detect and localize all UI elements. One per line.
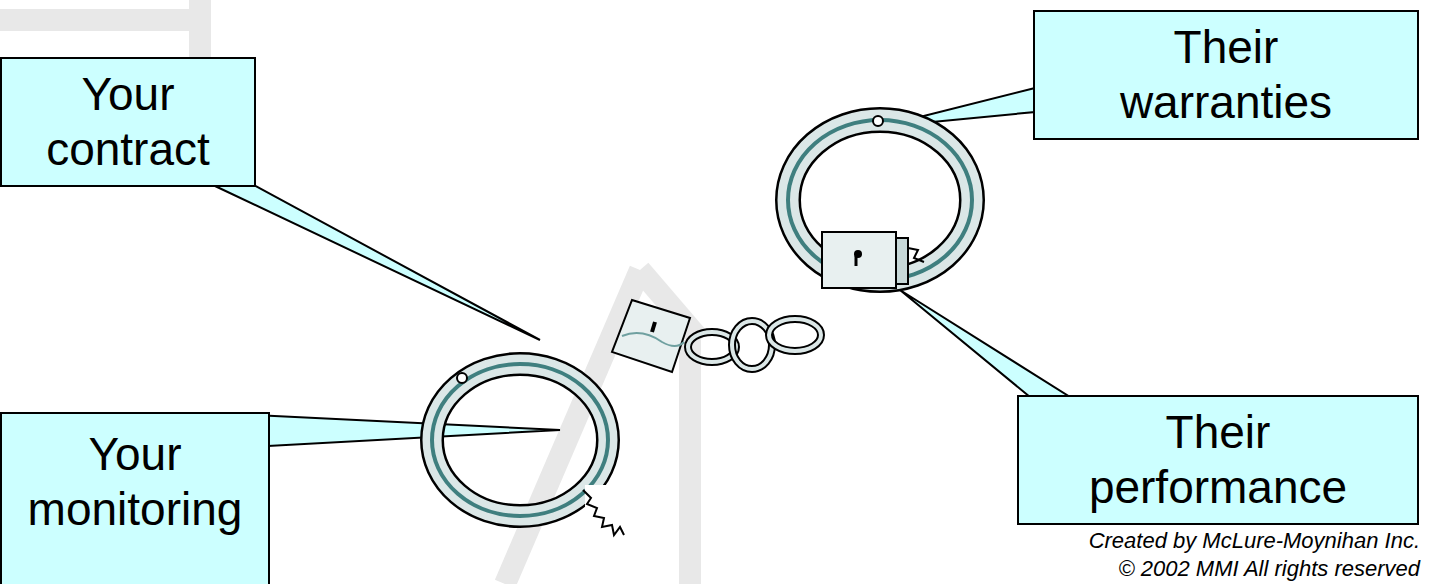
keyhole [652,322,655,332]
callout-text-group: Their warranties [1076,20,1376,130]
chain-link [769,319,821,351]
callout-text-group: Your monitoring [10,427,260,537]
callout-text: Their warranties [1076,20,1376,130]
cuff-lock [612,300,690,372]
callout-pointers [215,88,1070,446]
cuff-rivet [873,116,883,126]
chain-link [732,321,772,369]
callout-text-group: Their performance [1058,405,1378,515]
cuff-lock-side [896,238,908,284]
copyright-note: Created by McLure-Moynihan Inc. [1089,528,1420,554]
watermark-stroke [679,340,701,584]
cuff-gap [585,485,625,545]
cuff-teeth [908,248,924,262]
handcuffs [432,116,972,545]
keyhole [855,256,858,266]
callout-pointer [235,414,560,446]
callout-box: Their performance [1017,395,1419,525]
watermark-stroke [0,9,200,31]
cuff-teeth [583,490,624,535]
cuff-lock [822,232,896,288]
cuff-outline [432,364,608,516]
callout-text: Their performance [1058,405,1378,515]
callout-text: Your monitoring [10,427,260,537]
watermark [0,0,700,584]
callout-box: Your monitoring [0,412,270,584]
callout-box: Their warranties [1033,10,1419,140]
callout-pointer [215,183,540,340]
callout-text-group: Your contract [13,67,243,177]
chain-link [769,319,821,351]
chain-link [732,321,772,369]
callout-box: Your contract [0,57,256,187]
callout-pointer [900,290,1070,397]
cuff-rivet [457,373,467,383]
copyright-note: © 2002 MMI All rights reserved [1118,556,1420,582]
cuff-band [432,364,608,516]
callout-text: Your contract [13,67,243,177]
lock-shine [622,333,684,346]
watermark-stroke [505,270,640,584]
cuff-shade [432,364,608,516]
